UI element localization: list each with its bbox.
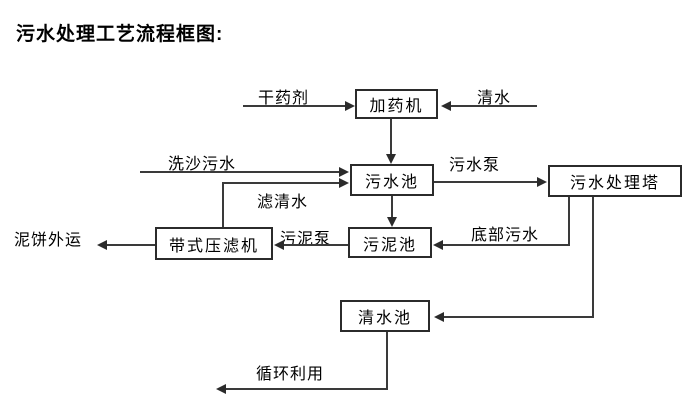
label-sewage-pump: 污水泵 bbox=[449, 157, 501, 174]
label-clean-water: 清水 bbox=[477, 90, 512, 107]
line-sludge-pump-to-press bbox=[282, 244, 348, 246]
line-tower-to-clean-pool-horizontal bbox=[442, 316, 594, 318]
arrowhead-recycle-icon bbox=[216, 384, 226, 394]
diagram-title: 污水处理工艺流程框图: bbox=[16, 24, 224, 45]
line-sand-washing-to-sewage-pool bbox=[140, 171, 341, 173]
line-dry-agent-to-dosing bbox=[243, 105, 347, 107]
arrowhead-bottom-sewage-icon bbox=[433, 240, 443, 250]
arrowhead-filtered-water-icon bbox=[339, 178, 349, 188]
arrowhead-sludge-pump-icon bbox=[274, 240, 284, 250]
arrowhead-dosing-down-icon bbox=[386, 154, 396, 164]
line-sewage-pump-to-tower bbox=[434, 181, 539, 183]
line-bottom-sewage-horizontal bbox=[441, 244, 570, 246]
line-bottom-sewage-vertical bbox=[568, 197, 570, 246]
line-clean-water-to-dosing bbox=[449, 105, 537, 107]
node-dosing-machine: 加药机 bbox=[355, 89, 438, 119]
arrowhead-to-clean-pool-icon bbox=[434, 312, 444, 322]
label-bottom-sewage: 底部污水 bbox=[471, 227, 540, 244]
line-recycle-vertical bbox=[386, 332, 388, 390]
arrowhead-to-sludge-pool-icon bbox=[387, 217, 397, 227]
arrowhead-sewage-pump-icon bbox=[537, 177, 547, 187]
node-sludge-pool: 污泥池 bbox=[348, 227, 432, 258]
label-sand-washing-sewage: 洗沙污水 bbox=[168, 156, 237, 173]
line-sewage-pool-to-sludge-pool bbox=[391, 196, 393, 219]
arrowhead-mud-cake-icon bbox=[97, 240, 107, 250]
arrowhead-sand-washing-icon bbox=[339, 167, 349, 177]
label-sludge-pump: 污泥泵 bbox=[280, 231, 332, 248]
line-dosing-to-sewage-pool bbox=[390, 119, 392, 156]
line-filtered-water-vertical bbox=[222, 182, 224, 227]
line-recycle-horizontal bbox=[224, 388, 388, 390]
line-mud-cake-out bbox=[105, 244, 155, 246]
arrowhead-dry-agent-icon bbox=[345, 101, 355, 111]
line-tower-to-clean-pool-vertical bbox=[592, 197, 594, 318]
label-dry-agent: 干药剂 bbox=[258, 90, 310, 107]
node-sewage-treatment-tower: 污水处理塔 bbox=[548, 165, 682, 197]
label-mud-cake-out: 泥饼外运 bbox=[14, 232, 83, 249]
node-sewage-pool: 污水池 bbox=[350, 164, 434, 196]
label-filtered-water: 滤清水 bbox=[257, 194, 309, 211]
line-filtered-water-horizontal bbox=[222, 182, 341, 184]
label-recycle-use: 循环利用 bbox=[256, 366, 325, 383]
arrowhead-clean-water-icon bbox=[441, 101, 451, 111]
node-clean-water-pool: 清水池 bbox=[340, 300, 430, 332]
node-belt-filter-press: 带式压滤机 bbox=[155, 227, 273, 260]
